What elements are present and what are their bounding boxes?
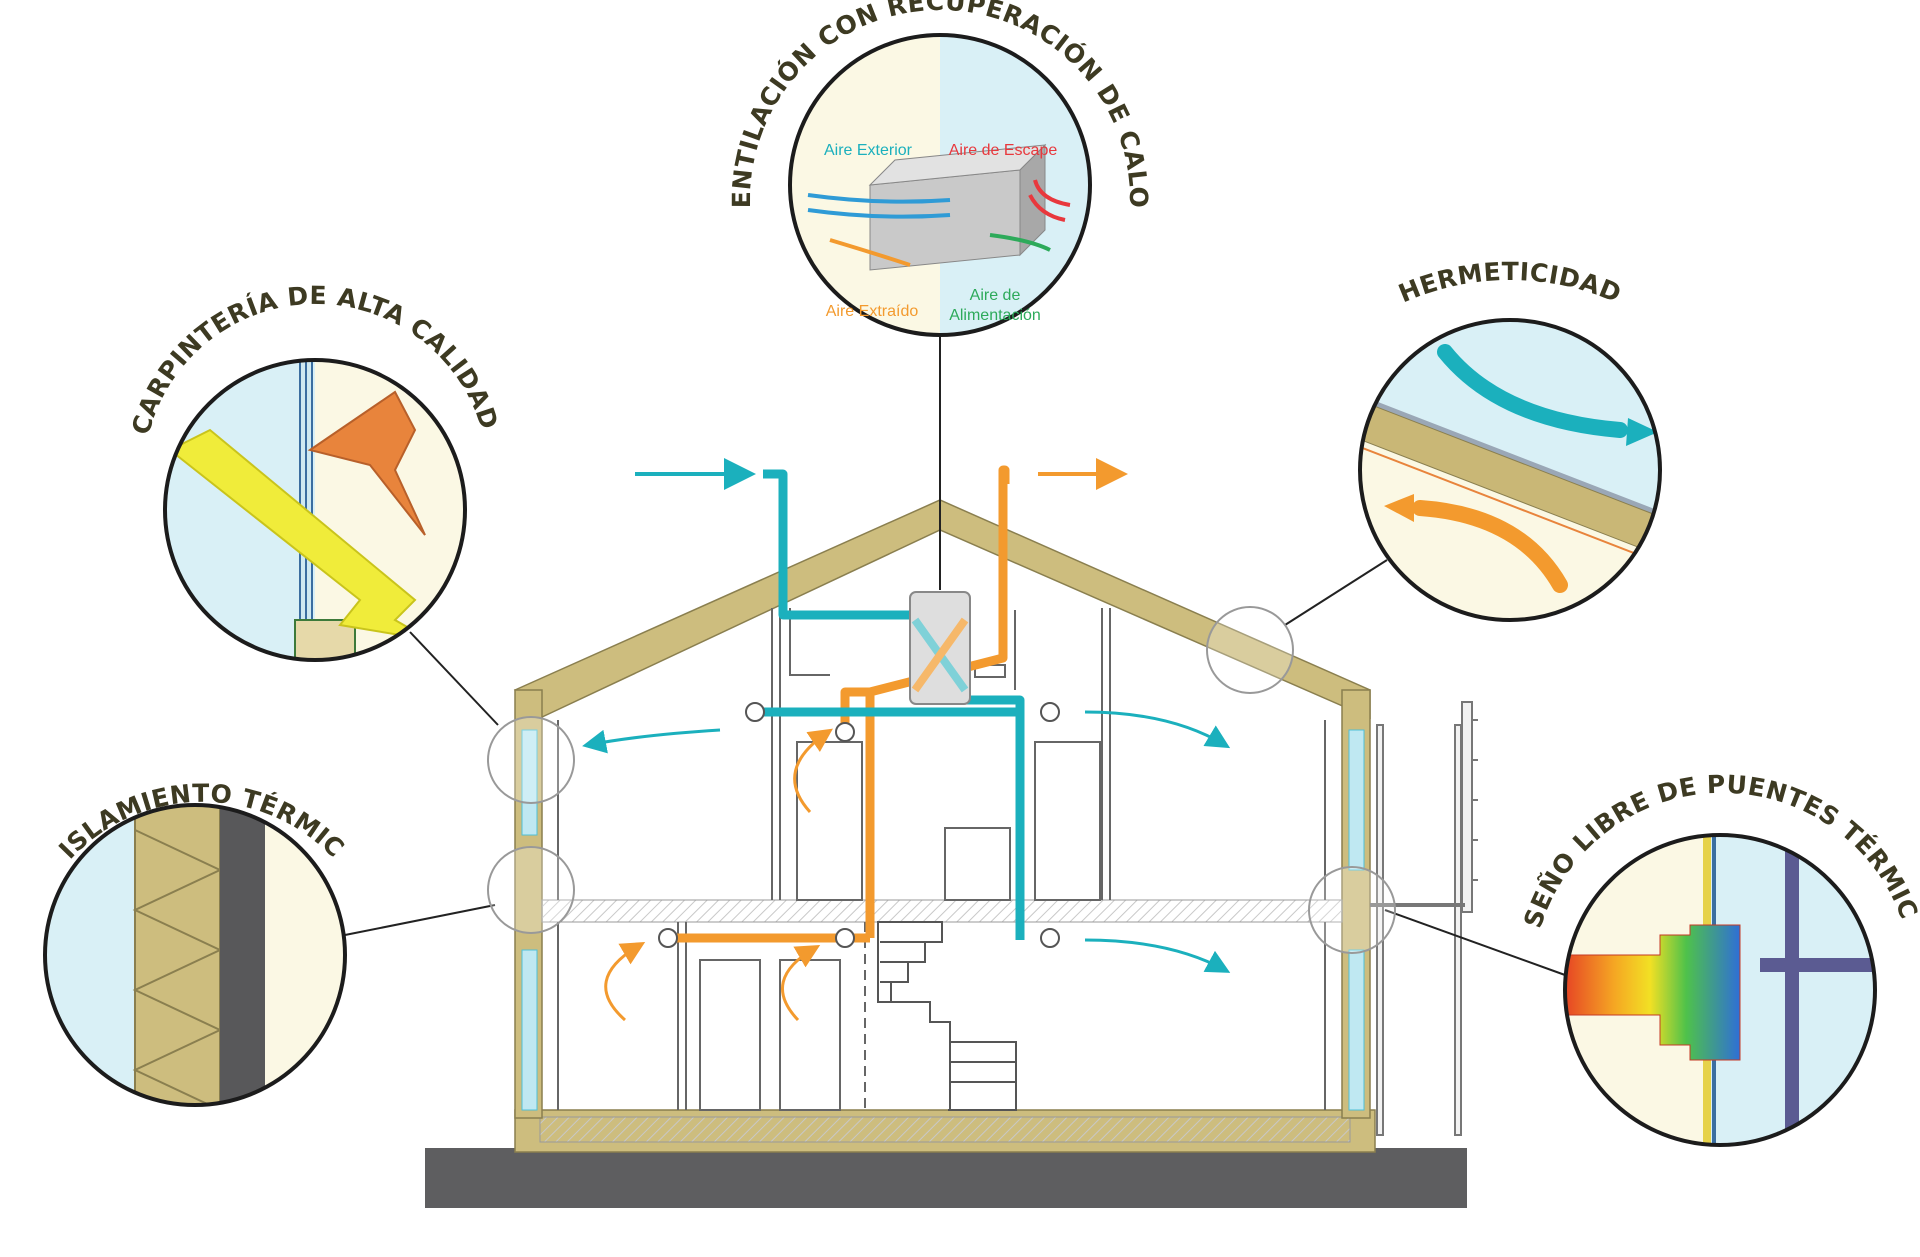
- supply-air-duct: [635, 458, 1025, 940]
- balcony-structure: [1370, 701, 1478, 1136]
- vents: [658, 702, 1060, 948]
- label-aire-extraido: Aire Extraído: [826, 303, 919, 320]
- magnifier-markers: [487, 606, 1396, 954]
- label-alimentacion: Alimentación: [949, 307, 1041, 324]
- label-aire-exterior: Aire Exterior: [824, 142, 913, 159]
- ground-slab: [425, 1148, 1467, 1208]
- ventilation-unit: [909, 591, 971, 705]
- detail-hermeticidad: HERMETICIDAD: [1358, 257, 1662, 622]
- staircase: [877, 921, 1017, 1111]
- title-hermeticidad: HERMETICIDAD: [1394, 257, 1625, 308]
- airflow-arrows: [582, 710, 1231, 1022]
- svg-text:HERMETICIDAD: HERMETICIDAD: [1394, 257, 1625, 308]
- label-aire-escape: Aire de Escape: [949, 142, 1058, 159]
- building-envelope: [513, 499, 1376, 1153]
- detail-carpinteria: CARPINTERÍA DE ALTA CALIDAD: [126, 281, 503, 662]
- label-aire-de: Aire de: [970, 287, 1021, 304]
- leader-lines: [344, 335, 1566, 976]
- detail-ventilation: Aire Exterior Aire de Escape Aire Extraí…: [0, 0, 1153, 337]
